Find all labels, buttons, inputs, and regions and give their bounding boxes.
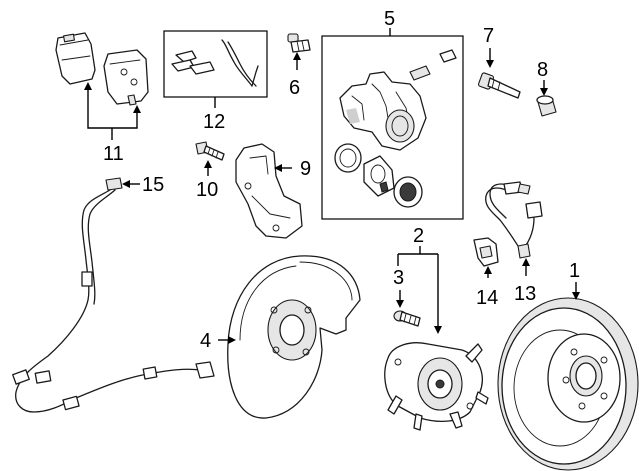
rotor-icon[interactable] [497, 297, 639, 471]
callout-9: 9 [300, 158, 311, 180]
caliper-support-icon[interactable] [235, 143, 303, 239]
callout-15: 15 [142, 174, 164, 196]
caliper-assembly-icon[interactable] [334, 49, 457, 208]
abs-sensor-icon[interactable] [12, 177, 215, 413]
callout-10: 10 [196, 179, 218, 201]
callout-2: 2 [413, 225, 424, 247]
pad-hardware-kit-icon[interactable] [171, 39, 259, 87]
boot-icon[interactable] [536, 95, 557, 117]
callout-6: 6 [289, 77, 300, 99]
support-bolt-icon[interactable] [195, 141, 225, 161]
guide-pin-icon[interactable] [477, 72, 521, 99]
bleeder-screw-icon[interactable] [287, 33, 311, 53]
brake-pads-icon[interactable] [55, 32, 149, 106]
callout-5: 5 [384, 8, 395, 30]
callout-8: 8 [537, 59, 548, 81]
callout-4: 4 [200, 330, 211, 352]
callout-12: 12 [203, 111, 225, 133]
callout-3: 3 [393, 267, 404, 289]
caliper-assembly-box [321, 35, 464, 220]
backing-plate-icon[interactable] [227, 255, 361, 419]
callout-1: 1 [569, 260, 580, 282]
hose-bracket-icon[interactable] [473, 237, 499, 267]
callout-7: 7 [483, 25, 494, 47]
callout-14: 14 [476, 287, 498, 309]
hub-bolt-icon[interactable] [393, 310, 421, 327]
callout-13: 13 [514, 283, 536, 305]
callout-11: 11 [103, 143, 124, 165]
hub-bearing-icon[interactable] [384, 342, 489, 431]
brake-hose-icon[interactable] [485, 181, 543, 259]
